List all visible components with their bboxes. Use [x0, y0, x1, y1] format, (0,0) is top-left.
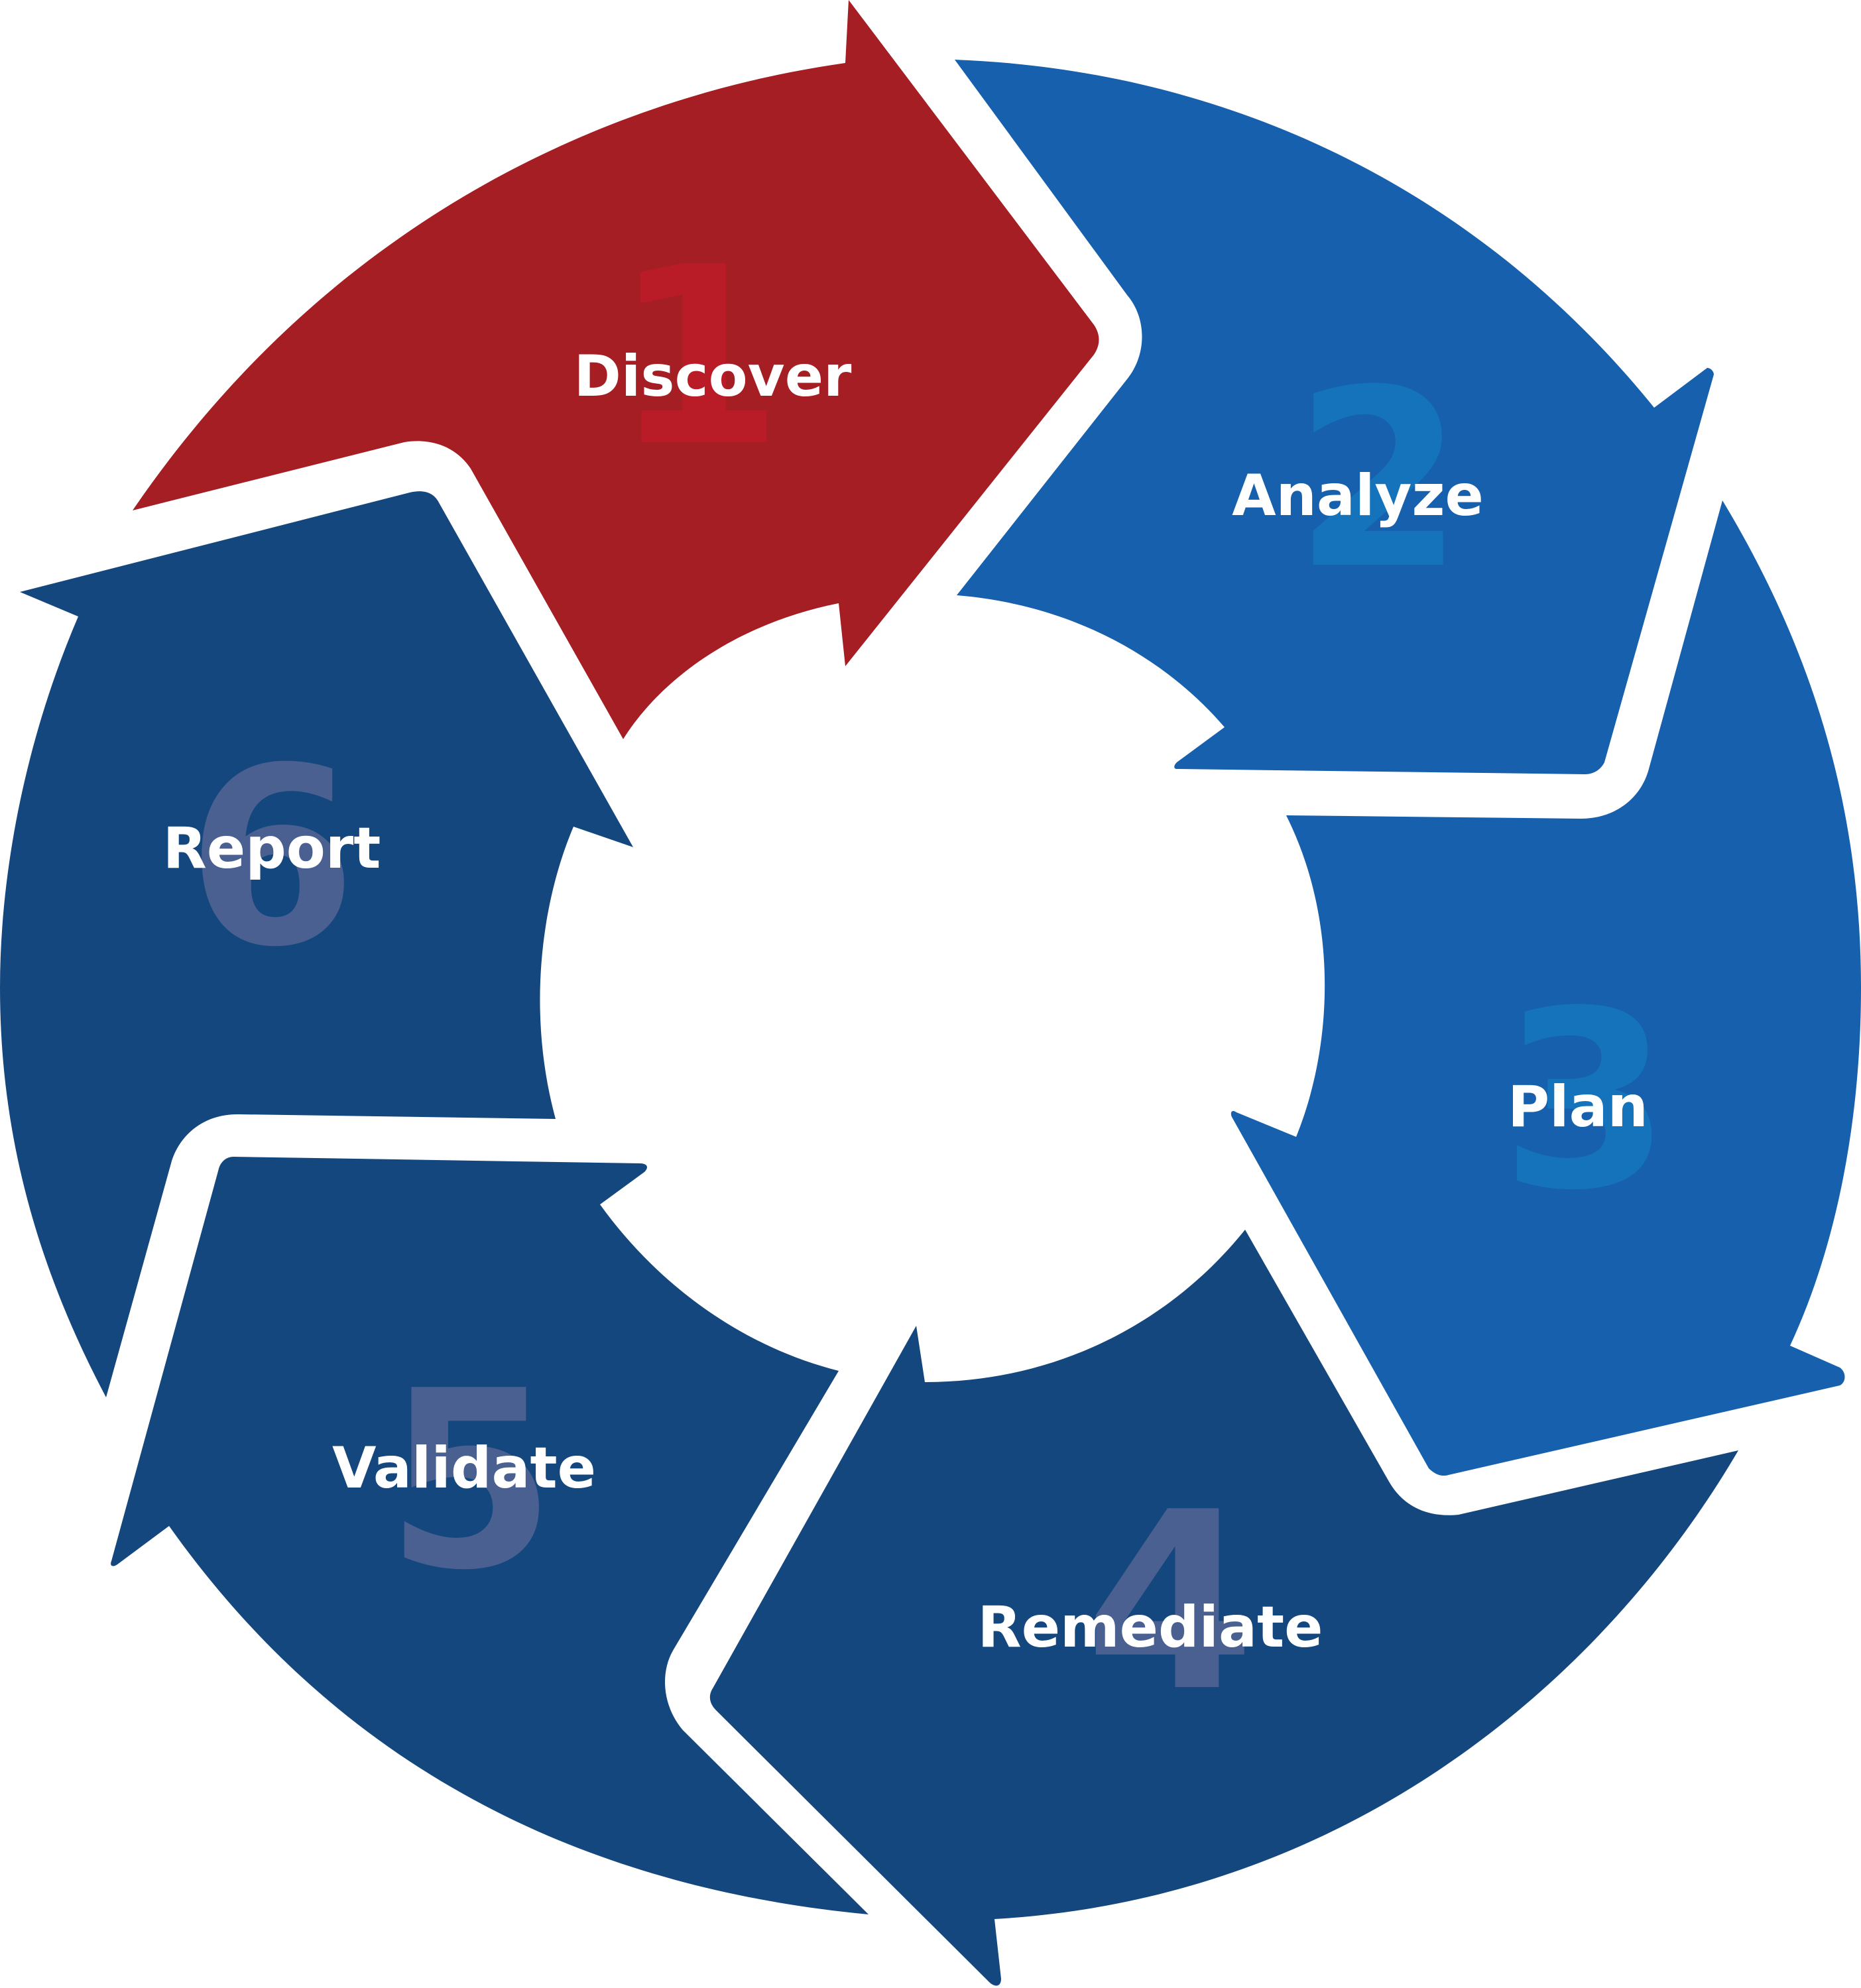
step-report-arrow — [0, 491, 633, 1397]
step-analyze: 2 Analyze — [955, 60, 1714, 774]
step-label-remediate: Remediate — [978, 1594, 1323, 1661]
step-number-6: 6 — [186, 716, 357, 1001]
step-plan: 3 Plan — [1231, 500, 1861, 1476]
step-discover: 1 Discover — [133, 0, 1099, 739]
step-label-report: Report — [163, 815, 381, 882]
step-discover-arrow — [133, 0, 1099, 739]
step-number-3: 3 — [1500, 959, 1671, 1244]
step-label-discover: Discover — [574, 343, 853, 410]
step-report: 6 Report — [0, 491, 633, 1397]
step-remediate-arrow — [709, 1230, 1738, 1986]
step-number-4: 4 — [1085, 1460, 1255, 1745]
step-number-5: 5 — [385, 1339, 556, 1624]
step-plan-arrow — [1231, 500, 1861, 1476]
step-validate: 5 Validate — [111, 1157, 869, 1914]
step-label-analyze: Analyze — [1232, 463, 1484, 529]
step-label-plan: Plan — [1508, 1074, 1648, 1140]
step-number-2: 2 — [1293, 338, 1464, 623]
step-number-1: 1 — [613, 215, 783, 500]
step-analyze-arrow — [955, 60, 1714, 774]
step-validate-arrow — [111, 1157, 869, 1914]
step-remediate: 4 Remediate — [709, 1230, 1738, 1986]
step-label-validate: Validate — [332, 1435, 596, 1501]
